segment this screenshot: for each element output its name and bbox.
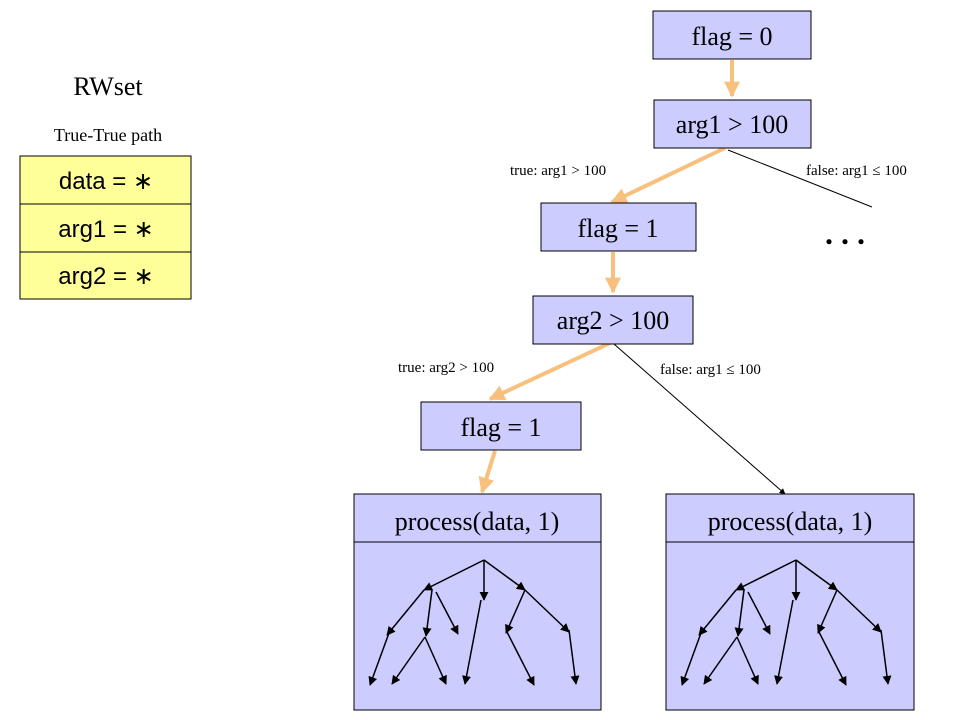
node-flag1a: flag = 1 (540, 202, 697, 252)
rwset-subtitle: True-True path (54, 125, 162, 145)
rwset-row-data-box (19, 155, 192, 205)
process-left: process(data, 1) (353, 493, 602, 711)
node-flag1a-label: flag = 1 (577, 214, 658, 243)
edge-flag1b-to-process (478, 450, 497, 494)
edge-cond2-false (613, 343, 786, 495)
node-cond2-label: arg2 > 100 (557, 306, 669, 335)
edge-label-cond2-false: false: arg1 ≤ 100 (660, 362, 761, 378)
node-cond2: arg2 > 100 (532, 295, 694, 345)
process-right: process(data, 1) (665, 493, 915, 711)
edge-cond1-false (727, 149, 873, 208)
edge-label-cond1-false: false: arg1 ≤ 100 (806, 163, 907, 179)
node-cond1: arg1 > 100 (653, 99, 812, 149)
rwset-row-arg2-box (19, 251, 192, 300)
edge-cond1-true (610, 146, 726, 204)
rwset-panel: RWset True-True path data = ∗ arg1 = ∗ a… (19, 72, 192, 300)
ellipsis: . . . (825, 215, 865, 251)
rwset-row-data: data = ∗ (59, 168, 153, 195)
edge-label-cond2-true: true: arg2 > 100 (398, 360, 494, 376)
rwset-title: RWset (73, 72, 143, 101)
edge-label-cond1-true: true: arg1 > 100 (510, 163, 606, 179)
node-flag1b: flag = 1 (420, 401, 582, 451)
rwset-row-arg1: arg1 = ∗ (58, 216, 154, 243)
process-left-label: process(data, 1) (395, 507, 560, 536)
node-flag0-label: flag = 0 (691, 22, 772, 51)
node-cond1-label: arg1 > 100 (676, 110, 788, 139)
node-flag1b-label: flag = 1 (460, 413, 541, 442)
process-right-label: process(data, 1) (708, 507, 873, 536)
rwset-row-arg2: arg2 = ∗ (58, 263, 154, 290)
edge-cond2-true (488, 341, 611, 401)
process-right-call-tree (680, 559, 892, 686)
rwset-row-arg1-box (19, 203, 192, 253)
node-flag0: flag = 0 (652, 10, 812, 60)
process-left-call-tree (368, 559, 580, 686)
